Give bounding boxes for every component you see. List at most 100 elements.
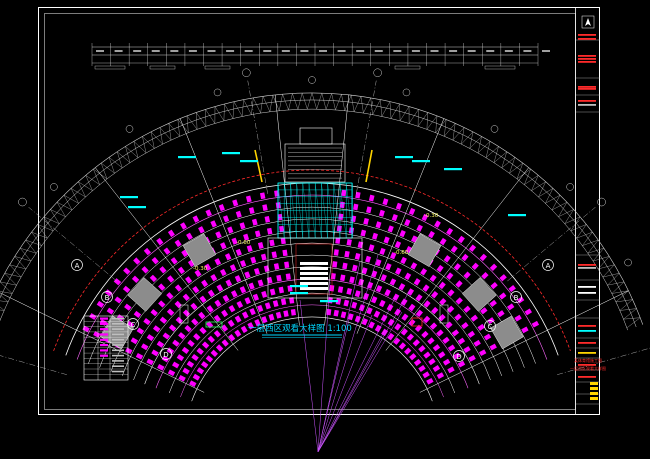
dimension-text-mark — [188, 50, 197, 52]
legend-text — [112, 365, 124, 367]
truss-line — [70, 187, 86, 204]
seat — [428, 358, 436, 366]
callout-tag — [290, 285, 308, 288]
seat — [158, 283, 166, 291]
row-arc — [0, 108, 628, 331]
title-block-text — [578, 61, 596, 63]
vomitory-pad — [182, 233, 217, 267]
seat — [418, 345, 426, 353]
seat — [240, 325, 248, 334]
truss-line — [214, 106, 225, 124]
seat — [273, 263, 280, 270]
seat — [508, 285, 516, 293]
truss-line — [501, 156, 516, 174]
dimension-box — [204, 65, 231, 70]
seat — [446, 272, 454, 280]
axis-line — [557, 347, 650, 375]
radial-line — [356, 118, 445, 334]
sight-line — [317, 329, 386, 453]
level-mark: -0.30 — [193, 266, 208, 272]
dimension-text-mark — [300, 50, 309, 52]
truss-line — [509, 162, 524, 179]
seat — [461, 253, 469, 262]
seat — [457, 235, 465, 244]
seat — [355, 191, 361, 199]
seat — [182, 309, 191, 317]
axis-label: C — [131, 321, 136, 329]
seat — [430, 290, 439, 299]
axis-bubble-right-b: B — [510, 291, 522, 303]
seat — [428, 230, 435, 239]
seat — [275, 311, 282, 319]
seat — [473, 339, 481, 347]
seat — [133, 310, 142, 318]
level-mark: -0.60 — [394, 250, 409, 256]
seat — [385, 263, 392, 271]
seat — [362, 292, 370, 301]
seat — [199, 295, 207, 304]
seat — [337, 286, 344, 293]
circle-icon — [484, 320, 496, 332]
seat — [140, 343, 149, 351]
seat — [219, 268, 227, 277]
seat — [225, 279, 233, 287]
seat — [339, 274, 346, 282]
seat — [483, 333, 492, 341]
seat — [414, 324, 423, 332]
truss-line — [100, 162, 115, 179]
seat — [374, 324, 382, 333]
legend-swatch — [100, 344, 108, 347]
seat — [158, 300, 166, 308]
dimension-text-mark — [467, 50, 476, 52]
dimension-text-mark — [411, 50, 420, 52]
truss-line — [598, 264, 615, 278]
seat — [152, 325, 161, 333]
seat — [260, 253, 267, 261]
callout-tag — [120, 196, 138, 199]
axis-bubble-left-a: A — [71, 259, 83, 271]
truss-line — [551, 201, 568, 217]
seat — [489, 299, 497, 307]
truss-line — [485, 145, 499, 163]
truss-line — [9, 264, 26, 278]
callout-tag — [240, 160, 258, 163]
seat — [261, 316, 268, 324]
seat — [166, 308, 175, 316]
dimension-text-mark — [263, 50, 272, 52]
seat — [161, 355, 170, 363]
truss-line — [133, 140, 147, 158]
label-strip — [300, 267, 328, 270]
seat — [352, 203, 359, 211]
title-block-text — [578, 100, 596, 102]
seat — [423, 300, 431, 308]
seat — [368, 244, 375, 252]
seat — [178, 374, 186, 382]
seat — [470, 314, 479, 322]
outer-border — [38, 7, 600, 415]
seat — [146, 358, 154, 366]
seat — [283, 310, 289, 317]
seating-arcs — [0, 92, 644, 402]
seat — [123, 267, 131, 275]
circle-icon — [510, 291, 522, 303]
seat — [125, 347, 133, 355]
circle-icon — [242, 68, 251, 77]
seat — [499, 274, 507, 282]
title-block-text — [578, 88, 596, 90]
seat — [174, 284, 183, 292]
seat — [429, 274, 437, 283]
seat — [266, 276, 273, 284]
seat — [375, 259, 382, 267]
sight-line — [299, 299, 319, 453]
truss-line — [31, 231, 48, 246]
seat — [192, 373, 201, 381]
seat — [213, 330, 222, 338]
seat — [394, 267, 402, 275]
grid-brace — [308, 182, 316, 239]
column — [439, 304, 449, 324]
seat — [187, 339, 195, 348]
seat — [248, 282, 255, 290]
seat — [421, 213, 429, 222]
circle-icon — [542, 259, 554, 271]
truss-line — [417, 111, 428, 130]
